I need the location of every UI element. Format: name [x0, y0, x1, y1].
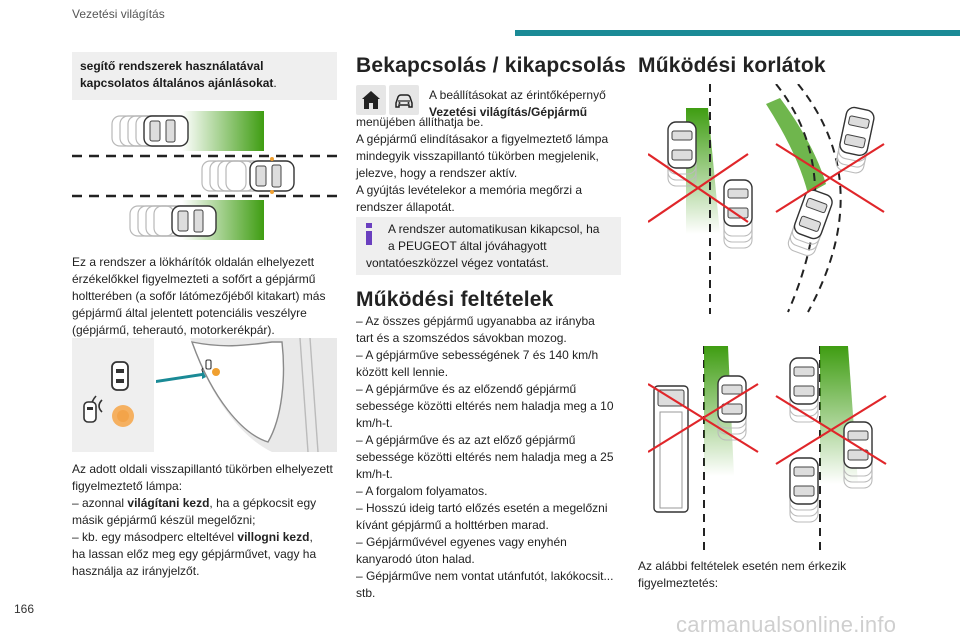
watermark: carmanualsonline.info [676, 612, 897, 637]
infobox-line-1: segítő rendszerek használatával [80, 59, 264, 73]
text-line: mindegyik visszapillantó tükörben megjel… [356, 149, 599, 163]
menu-path: Vezetési világítás/Gépjármű [429, 105, 588, 119]
list-item: sebessége közötti eltérés nem haladja me… [356, 450, 614, 464]
list-item: – A gépjárműve és az előzendő gépjármű [356, 382, 577, 396]
text-span: – azonnal [72, 496, 128, 510]
towing-note-box: A rendszer automatikusan kikapcsol, ha a… [356, 217, 621, 275]
section-heading-switch: Bekapcsolás / kikapcsolás [356, 54, 626, 77]
list-item: tart és a szomszédos sávokban mozog. [356, 331, 567, 345]
list-item: – A forgalom folyamatos. [356, 484, 488, 498]
text-line: menüjében állíthatja be. [356, 115, 484, 129]
text-line: – kb. egy másodperc elteltével villogni … [72, 529, 347, 546]
text-line: rendszer állapotát. [356, 200, 455, 214]
list-item: között kell lennie. [356, 365, 449, 379]
settings-body: menüjében állíthatja be. A gépjármű elin… [356, 114, 626, 216]
list-item: – A gépjárműve és az azt előző gépjármű [356, 433, 576, 447]
text-line: figyelmeztető lámpa: [72, 479, 183, 493]
emphasis: világítani kezd [127, 496, 210, 510]
text-line: A beállításokat az érintőképernyő [429, 88, 606, 102]
text-line: (gépjármű, teherautó, motorkerékpár). [72, 323, 275, 337]
text-line: ha lassan előz meg egy gépjárművet, vagy… [72, 547, 317, 561]
warning-lamp-description: Az adott oldali visszapillantó tükörben … [72, 461, 347, 580]
text-line: – azonnal világítani kezd, ha a gépkocsi… [72, 495, 347, 512]
text-line: A rendszer automatikusan kikapcsol, ha [388, 222, 600, 236]
text-line: Az alábbi feltételek esetén nem érkezik [638, 559, 847, 573]
system-description: Ez a rendszer a lökhárítók oldalán elhel… [72, 254, 342, 339]
vehicle-settings-icon [389, 85, 419, 115]
settings-intro: A beállításokat az érintőképernyő Vezeté… [429, 87, 629, 121]
list-item: kívánt gépjármű a holttérben marad. [356, 518, 549, 532]
list-item: – A gépjárműve sebességének 7 és 140 km/… [356, 348, 599, 362]
infobox-line-2: kapcsolatos általános ajánlásokat [80, 76, 274, 90]
emphasis: villogni kezd [237, 530, 310, 544]
text-span: – kb. egy másodperc elteltével [72, 530, 238, 544]
list-item: km/h-t. [356, 416, 393, 430]
info-icon [366, 223, 372, 245]
mirror-warning-lamp-figure [72, 338, 337, 452]
text-line: holtterében (a sofőr látómezőjéből kitak… [72, 289, 326, 303]
running-header: Vezetési világítás [72, 7, 165, 21]
text-line: a PEUGEOT által jóváhagyott [388, 239, 547, 253]
text-span: , [309, 530, 313, 544]
list-item: stb. [356, 586, 376, 600]
text-span: , ha a gépkocsit egy [209, 496, 317, 510]
page-number: 166 [14, 602, 35, 616]
text-line: A gyújtás levételekor a memória megőrzi … [356, 183, 583, 197]
text-line: figyelmeztetés: [638, 576, 719, 590]
list-item: kanyarodó úton halad. [356, 552, 475, 566]
section-heading-limits: Működési korlátok [638, 54, 826, 77]
text-line: vontatóeszközzel végez vontatást. [366, 256, 549, 270]
header-accent-bar [515, 30, 960, 36]
text-line: használja az irányjelzőt. [72, 564, 200, 578]
limitations-caption: Az alábbi feltételek esetén nem érkezik … [638, 558, 908, 592]
text-line: Ez a rendszer a lökhárítók oldalán elhel… [72, 255, 315, 269]
list-item: – Gépjárműve nem vontat utánfutót, lakók… [356, 569, 614, 583]
list-item: – Gépjárművével egyenes vagy enyhén [356, 535, 567, 549]
list-item: sebessége közötti eltérés nem haladja me… [356, 399, 614, 413]
infobox-line-2-end: . [273, 76, 277, 90]
list-item: – Az összes gépjármű ugyanabba az irányb… [356, 314, 595, 328]
car-top-icon [111, 361, 129, 391]
blind-spot-lanes-figure [72, 111, 337, 240]
limitations-figure [648, 84, 887, 552]
list-item: km/h-t. [356, 467, 393, 481]
section-heading-conditions: Működési feltételek [356, 288, 554, 311]
home-icon [356, 85, 386, 115]
text-line: jelezve, hogy a rendszer aktív. [356, 166, 518, 180]
text-line: másik gépjármű készül megelőzni; [72, 513, 256, 527]
text-line: gépjármű által jelentett potenciális ves… [72, 306, 307, 320]
text-line: érzékelőkkel figyelmezteti a sofőrt a gé… [72, 272, 316, 286]
operating-conditions-list: – Az összes gépjármű ugyanabba az irányb… [356, 313, 628, 602]
recommendation-box: segítő rendszerek használatával kapcsola… [72, 52, 337, 100]
text-line: Az adott oldali visszapillantó tükörben … [72, 462, 333, 476]
list-item: – Hosszú ideig tartó előzés esetén a meg… [356, 501, 608, 515]
text-line: A gépjármű elindításakor a figyelmeztető… [356, 132, 609, 146]
